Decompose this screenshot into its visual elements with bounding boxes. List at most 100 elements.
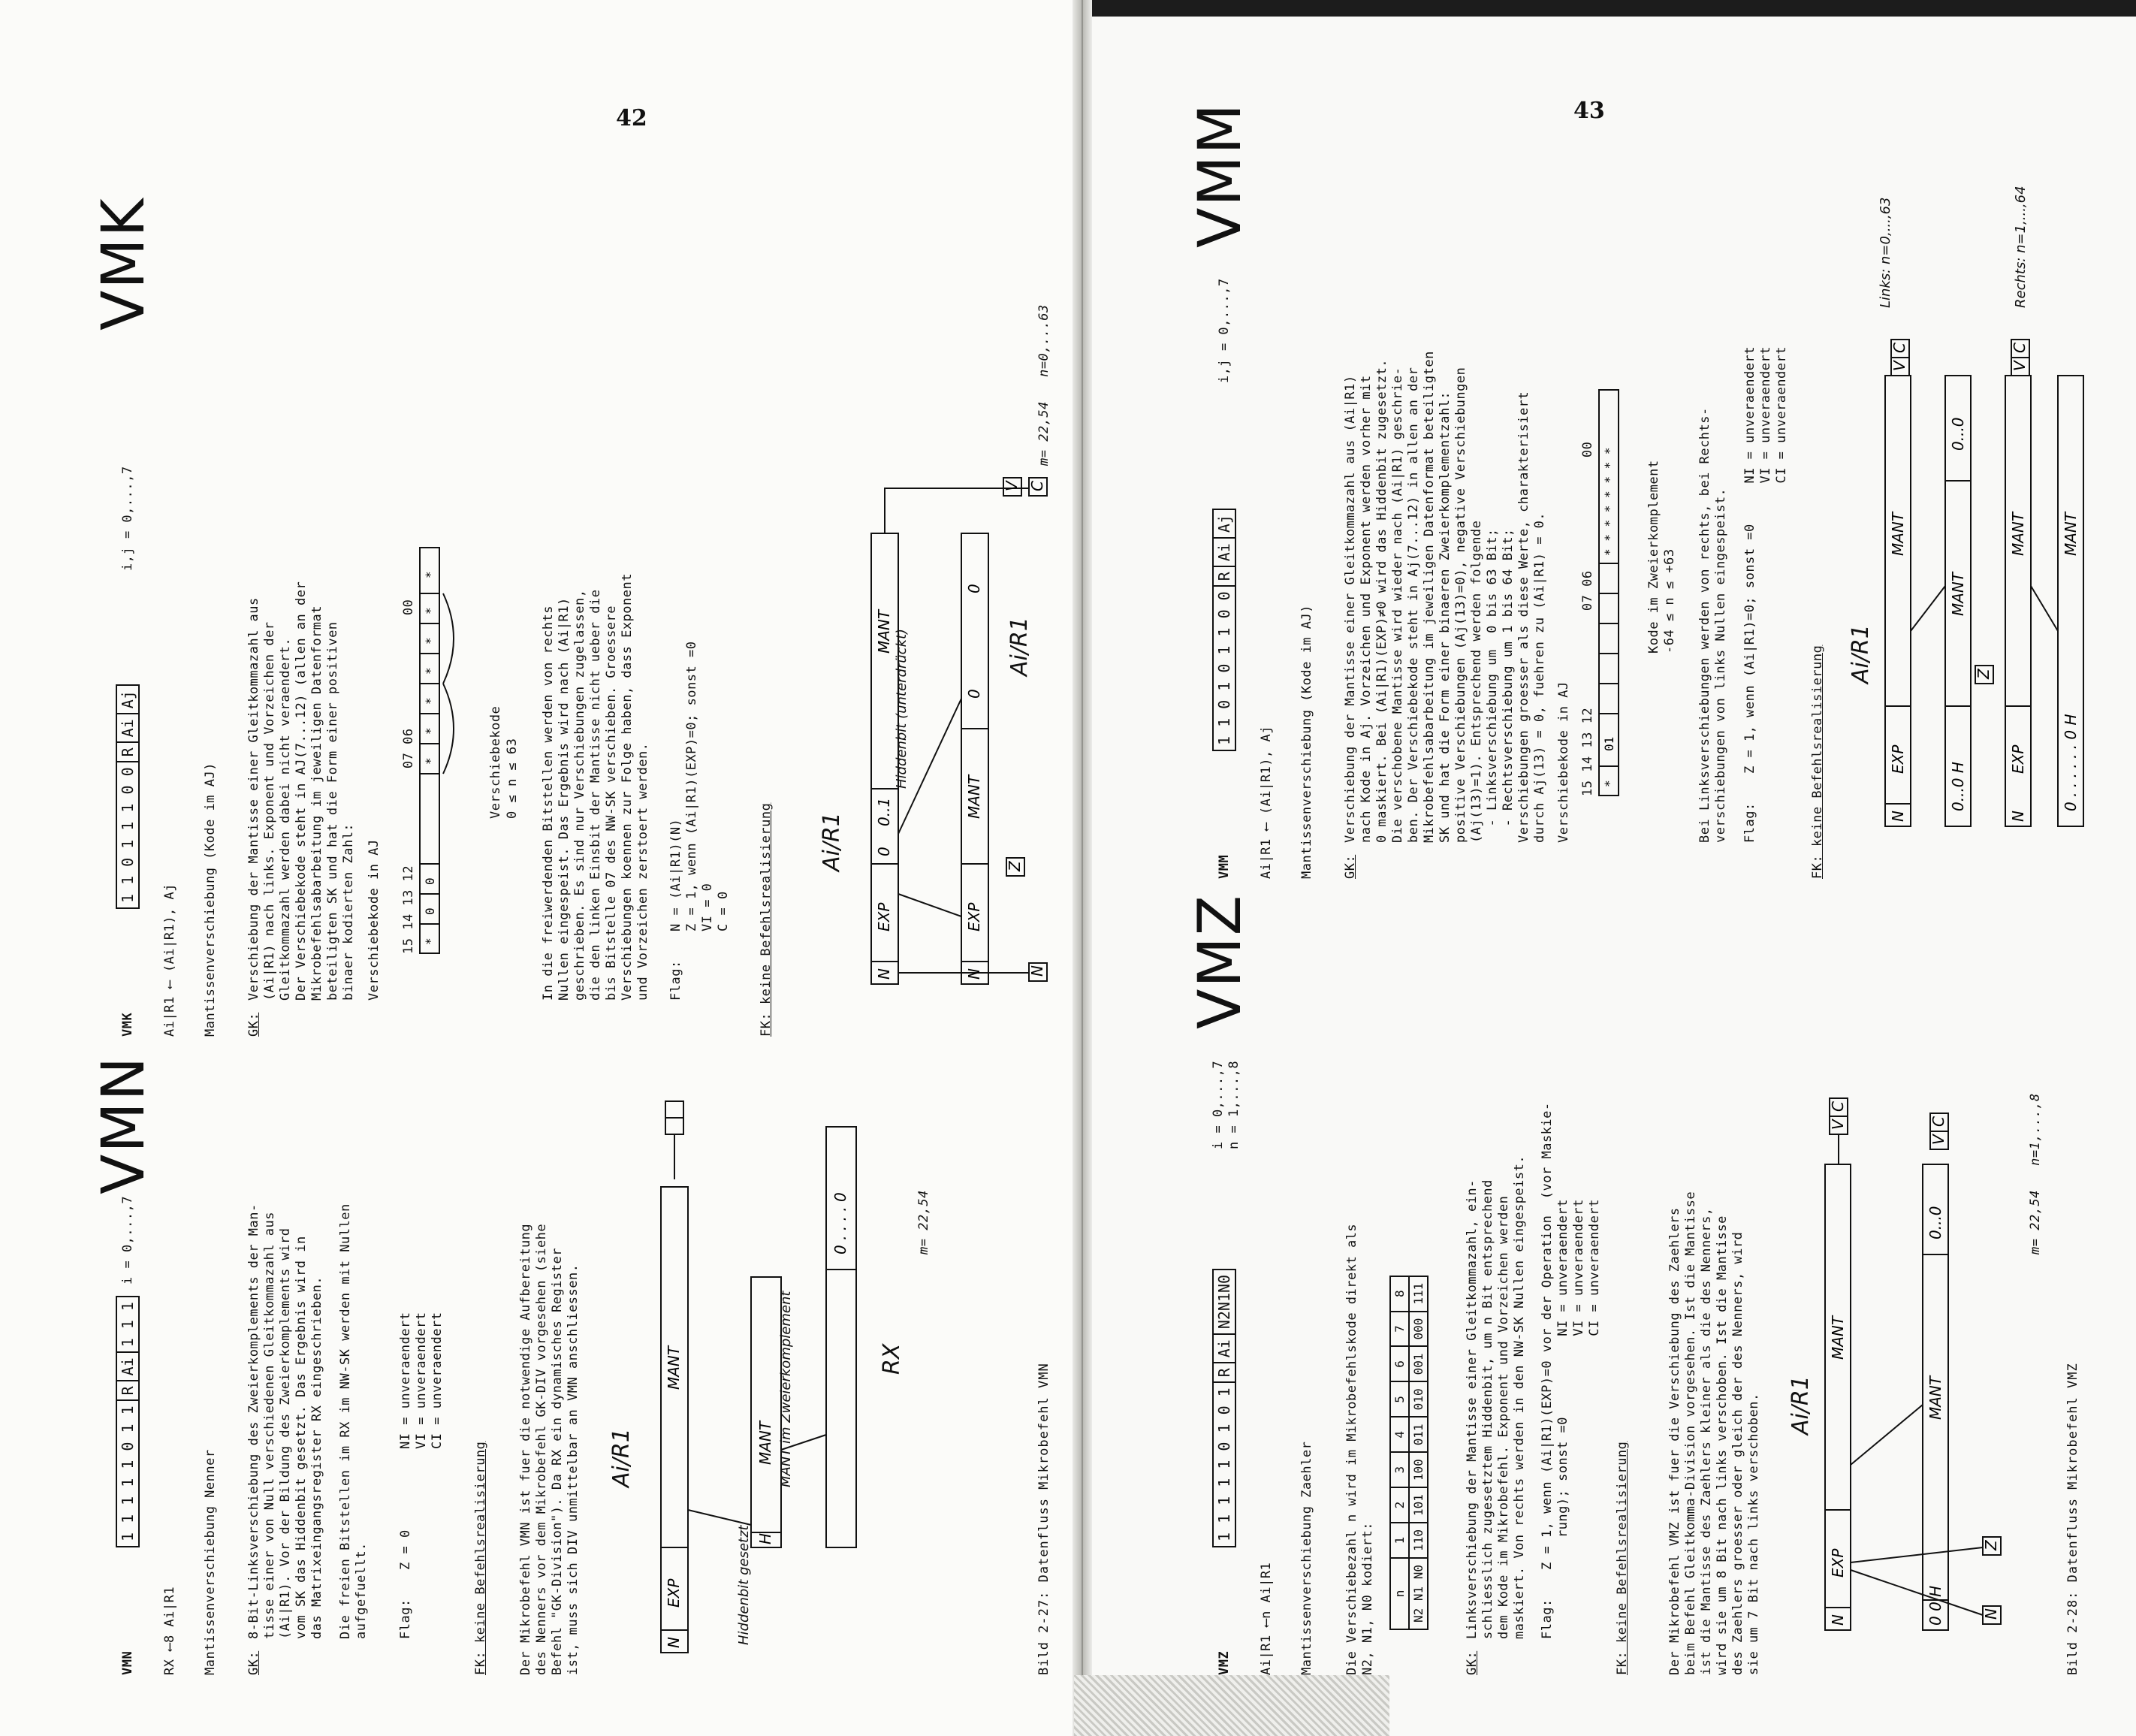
- svg-text:0 . . . . 0: 0 . . . . 0: [831, 1192, 849, 1254]
- svg-text:*: *: [423, 571, 437, 578]
- svg-text:V: V: [1003, 480, 1021, 491]
- svg-text:Z: Z: [1975, 668, 1993, 680]
- svg-text:0...0 H: 0...0 H: [1949, 762, 1967, 811]
- scan-noise: [1074, 1675, 1389, 1736]
- vmz-fk: FK: keine Befehlsrealisierung: [1615, 1441, 1630, 1675]
- vmk-fk: FK: keine Befehlsrealisierung: [759, 802, 774, 1037]
- svg-text:V: V: [1929, 1134, 1947, 1145]
- vmk-hiddenbit-note: Hiddenbit (unterdrückt): [894, 628, 910, 789]
- vmm-flag-label: Flag:: [1742, 802, 1757, 843]
- vmm-range: i,j = 0,...,7: [1217, 278, 1232, 383]
- svg-text:N: N: [2009, 811, 2027, 822]
- svg-text:MANT: MANT: [1949, 571, 1967, 616]
- vmz-flag-label: Flag:: [1540, 1599, 1555, 1639]
- vmk-gk-text: Verschiebung der Mantisse einer Gleitkom…: [246, 581, 356, 1001]
- vmm-opcode: 1 1 0 1 0 1 1 0 0 R Ai Aj: [1212, 509, 1236, 751]
- vmn-heading: Mantissenverschiebung Nenner: [203, 1449, 218, 1675]
- table-cell: 5: [1390, 1381, 1409, 1417]
- vmk-m-range: m= 22,54 n=0,...63: [1036, 304, 1051, 466]
- vmm-mnemonic: VMM: [1217, 854, 1232, 879]
- vmk-flags: N = (Ai|R1)(N) Z = 1, wenn (Ai|R1)(EXP)=…: [668, 641, 731, 931]
- vmz-m-range: m= 22,54 n=1,...,8: [2028, 1093, 2043, 1254]
- vmz-flags: Z = 1, wenn (Ai|R1)(EXP)=0 vor der Opera…: [1540, 1102, 1602, 1570]
- svg-text:0: 0: [965, 689, 983, 699]
- table-cell: 110: [1409, 1523, 1428, 1558]
- opcode-ai: Ai: [1214, 1333, 1235, 1363]
- svg-text:V: V: [2011, 360, 2029, 371]
- svg-text:MANT: MANT: [965, 774, 983, 819]
- scan-shadow-top: [1082, 0, 2136, 17]
- svg-text:H: H: [756, 1533, 774, 1544]
- vmk-opcode: 1 1 0 1 1 1 0 0 R Ai Aj: [116, 684, 140, 909]
- opcode-ai: Ai: [117, 713, 138, 742]
- vmn-hidden-set: Hiddenbit gesetzt: [736, 1525, 752, 1645]
- table-cell: 011: [1409, 1417, 1428, 1453]
- opcode-ai: Ai: [117, 1351, 138, 1381]
- vmn-diagram-title: Ai/R1: [608, 1428, 635, 1487]
- svg-text:N: N: [875, 968, 893, 980]
- vmk-range: i,j = 0,...,7: [120, 466, 135, 571]
- vmn-m-range: m= 22,54: [916, 1190, 931, 1254]
- vmn-opcode: 1 1 1 1 1 0 1 1 R Ai 1 1 1: [116, 1296, 140, 1547]
- vmn-flags: Z = 0 NI = unveraendert VI = unveraender…: [398, 1312, 445, 1570]
- svg-text:01: 01: [1602, 737, 1616, 751]
- vmk-gk-label: GK:: [246, 1012, 261, 1037]
- svg-text:N: N: [1889, 811, 1907, 822]
- svg-text:MANT: MANT: [1926, 1375, 1944, 1420]
- opcode-r: R: [117, 741, 138, 762]
- vmk-bit-header: 15 14 13 12 07 06 00: [401, 599, 416, 954]
- svg-text:0: 0: [423, 907, 437, 915]
- svg-text:EXP: EXP: [1829, 1548, 1847, 1577]
- vmn-fk: FK: keine Befehlsrealisierung: [473, 1441, 488, 1675]
- vmz-body2: Der Mikrobefehl VMZ ist fuer die Verschi…: [1667, 1191, 1761, 1675]
- svg-text:*: *: [423, 727, 437, 735]
- svg-text:MANT: MANT: [2062, 511, 2080, 556]
- vmm-flags: Z = 1, wenn (Ai|R1)=0; sonst =0 NI = unv…: [1742, 346, 1789, 774]
- table-row: n 1 2 3 4 5 6 7 8: [1390, 1276, 1409, 1629]
- vmk-diagram-title: Ai/R1: [819, 812, 845, 871]
- vmn-operation: RX ⟵8 Ai|R1: [162, 1586, 177, 1675]
- vmn-title: VMN: [90, 1055, 158, 1194]
- vmz-title: VMZ: [1187, 893, 1254, 1029]
- svg-text:N: N: [1829, 1614, 1847, 1626]
- opcode-r: R: [1214, 1362, 1235, 1382]
- vmn-flag-label: Flag:: [398, 1599, 413, 1639]
- vmm-fk: FK: keine Befehlsrealisierung: [1810, 645, 1825, 879]
- vmm-shift-register: *01 * * * * * * * *: [1598, 389, 1619, 796]
- vmk-shift-register: *00 *** ****: [419, 547, 454, 954]
- vmk-diagram-title-2: Ai/R1: [1006, 617, 1033, 676]
- svg-text:0 . . . . . . 0 H: 0 . . . . . . 0 H: [2062, 714, 2080, 812]
- vmn-rx-label: RX: [879, 1343, 905, 1375]
- svg-text:MANT: MANT: [756, 1420, 774, 1465]
- vmk-flag-label: Flag:: [668, 960, 683, 1001]
- svg-text:*: *: [423, 607, 437, 614]
- svg-text:0: 0: [423, 877, 437, 885]
- svg-text:MANT: MANT: [665, 1345, 683, 1390]
- vmn-body3: Der Mikrobefehl VMN ist fuer die notwend…: [518, 1223, 581, 1675]
- vmz-figure-caption: Bild 2-28: Datenfluss Mikrobefehl VMZ: [2065, 1363, 2080, 1675]
- left-page: [0, 0, 1082, 1736]
- table-row: N2 N1 N0 110 101 100 011 010 001 000 111: [1409, 1276, 1428, 1629]
- svg-text:0...0: 0...0: [1926, 1206, 1944, 1239]
- svg-text:0 0 H: 0 0 H: [1926, 1586, 1944, 1626]
- svg-text:V: V: [1890, 360, 1908, 371]
- opcode-aj: Aj: [119, 690, 137, 709]
- vmz-intro: Die Verschiebezahl n wird im Mikrobefehl…: [1344, 1223, 1375, 1675]
- vmk-shift-note1: Verschiebekode: [488, 705, 503, 819]
- vmz-mnemonic: VMZ: [1217, 1650, 1232, 1675]
- right-page: [1082, 0, 2136, 1736]
- vmn-range: i = 0,...,7: [120, 1195, 135, 1285]
- svg-text:0: 0: [875, 847, 893, 856]
- vmn-gk-text: 8-Bit-Linksverschiebung des Zweierkomple…: [246, 1203, 324, 1639]
- page-number-left: 42: [616, 105, 647, 131]
- vmk-heading: Mantissenverschiebung (Kode im AJ): [203, 762, 218, 1037]
- vmn-gk-label: GK:: [246, 1650, 261, 1675]
- vmk-mnemonic: VMK: [120, 1012, 135, 1037]
- vmm-links-note: Links: n=0,...,63: [1878, 197, 1893, 308]
- table-cell: 101: [1409, 1487, 1428, 1523]
- vmk-shift-note2: 0 ≤ n ≤ 63: [505, 738, 520, 819]
- opcode-aj: Aj: [1215, 515, 1233, 533]
